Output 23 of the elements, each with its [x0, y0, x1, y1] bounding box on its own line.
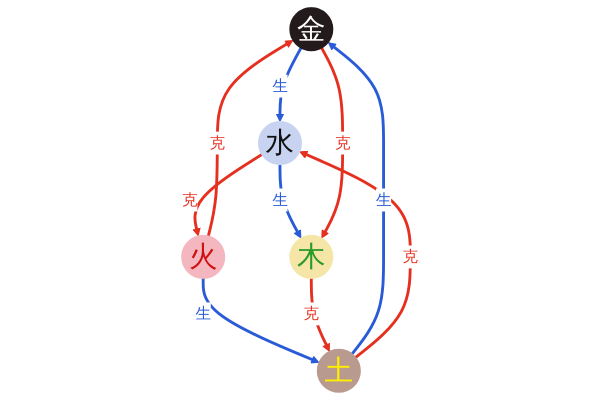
- edge-label: 克: [304, 304, 320, 322]
- arrow: [207, 40, 294, 236]
- arrow: [278, 164, 302, 238]
- edge-label: 克: [402, 247, 418, 266]
- arrow: [310, 278, 330, 352]
- node-circle: 土: [316, 348, 361, 393]
- arrow: [299, 150, 412, 359]
- edge-label: 克: [182, 190, 198, 209]
- node-circle: 水: [258, 121, 302, 166]
- edge-label: 克: [210, 133, 226, 152]
- node-circle: 木: [289, 234, 334, 279]
- node-circle: 金: [289, 7, 334, 52]
- edge-label: 生: [272, 190, 288, 209]
- arrow: [328, 42, 386, 355]
- arrow: [276, 47, 302, 122]
- edge-label: 克: [335, 133, 350, 152]
- arrow: [192, 153, 263, 236]
- node-circle: 火: [181, 234, 226, 279]
- arrow: [320, 47, 344, 238]
- edge-label: 生: [272, 76, 288, 95]
- edge-label: 生: [196, 304, 211, 322]
- edge-label: 生: [376, 190, 392, 209]
- arrow: [202, 278, 320, 364]
